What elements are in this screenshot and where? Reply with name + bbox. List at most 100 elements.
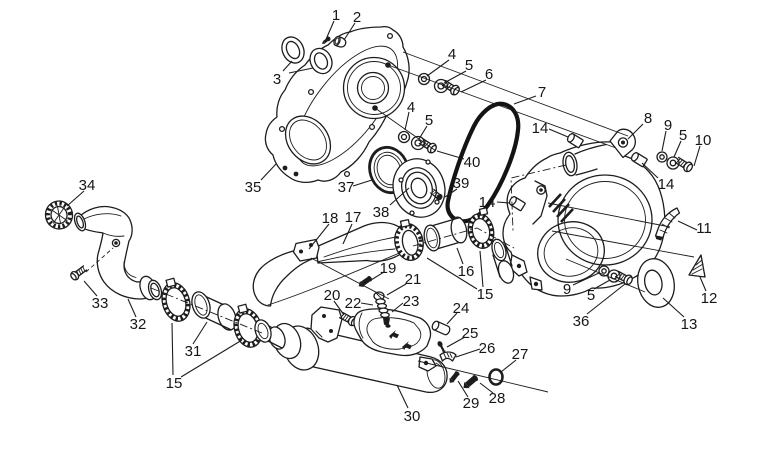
fastener-set-upper (417, 72, 460, 96)
callout-leader-15 (180, 339, 243, 378)
callout-leader-32 (127, 298, 137, 318)
clamp-right (467, 207, 495, 249)
part-clip-26 (439, 351, 457, 362)
callout-label-1: 1 (332, 7, 340, 24)
callout-label-20: 20 (324, 287, 341, 304)
callout-label-14: 14 (532, 120, 549, 137)
callout-label-10: 10 (695, 132, 712, 149)
cover-arm (609, 128, 636, 159)
part-inlet-stub (491, 238, 515, 284)
bolt-36 (614, 270, 633, 286)
fastener-set-cover-top (656, 151, 694, 173)
callout-leader-6 (460, 79, 487, 93)
callout-leader-5 (673, 140, 682, 158)
callout-label-24: 24 (453, 300, 470, 317)
callout-leader-4 (426, 59, 450, 77)
clamp-left-1 (161, 277, 191, 322)
part-outer-clutch-cover (502, 128, 666, 297)
part-muffler-bracket (310, 306, 343, 343)
part-heatshield-pipe (252, 218, 424, 307)
callout-leader-13 (662, 297, 685, 318)
callout-label-17: 17 (345, 209, 362, 226)
callout-label-2: 2 (353, 9, 361, 26)
callout-leader-35 (260, 163, 277, 181)
screw-19 (358, 275, 372, 287)
callout-leader-33 (83, 280, 98, 297)
callout-leader-19 (370, 271, 385, 281)
callout-leader-18 (308, 223, 330, 250)
callout-leader-12 (699, 276, 707, 292)
part-wedge-12 (688, 254, 706, 278)
part-plug (333, 35, 347, 48)
part-oring-27 (488, 368, 504, 386)
callout-label-37: 37 (338, 179, 355, 196)
callout-label-26: 26 (479, 340, 496, 357)
part-bearing-housing (392, 158, 446, 218)
part-front-pipe (73, 205, 163, 301)
callout-leader-16 (456, 247, 464, 265)
callout-label-18: 18 (322, 210, 339, 227)
callout-leader-14 (548, 128, 569, 138)
callout-leader-34 (66, 190, 85, 207)
callout-leader-37 (352, 179, 373, 187)
callout-leader-3 (282, 60, 293, 72)
callout-leader-11 (677, 220, 698, 231)
callout-leader-9 (661, 130, 667, 152)
part-muffler (254, 319, 448, 394)
callout-label-4: 4 (407, 99, 415, 116)
callout-leader-9 (572, 272, 600, 286)
part-spacers (508, 133, 648, 212)
screw-29 (449, 371, 460, 383)
construction-line (547, 202, 671, 228)
callout-label-39: 39 (453, 175, 470, 192)
callout-label-31: 31 (185, 343, 202, 360)
callout-label-3: 3 (273, 71, 281, 88)
callout-leader-27 (500, 359, 517, 373)
construction-line (310, 257, 390, 300)
callout-leader-38 (389, 187, 410, 206)
callout-label-25: 25 (462, 325, 479, 342)
part-connector-pipe-16 (423, 216, 468, 252)
construction-line (551, 230, 695, 258)
callout-label-15: 15 (166, 375, 183, 392)
callout-leader-30 (396, 384, 409, 409)
callout-label-5: 5 (425, 112, 433, 129)
callout-leader-26 (455, 348, 481, 358)
callout-label-35: 35 (245, 179, 262, 196)
callout-label-30: 30 (404, 408, 421, 425)
construction-line (565, 258, 646, 293)
callout-label-28: 28 (489, 390, 506, 407)
callout-label-9: 9 (563, 281, 571, 298)
callout-leader-22 (360, 302, 374, 306)
callout-label-22: 22 (345, 295, 362, 312)
callout-leader-39 (444, 188, 458, 198)
construction-line (402, 51, 629, 137)
callout-label-27: 27 (512, 346, 529, 363)
callout-leader-7 (513, 95, 537, 105)
callout-label-36: 36 (573, 313, 590, 330)
callout-label-16: 16 (458, 263, 475, 280)
part-spacer-24 (431, 320, 451, 336)
callout-leader-28 (479, 382, 494, 394)
callout-leader-29 (457, 380, 469, 398)
callout-label-38: 38 (373, 204, 390, 221)
bolt-10 (674, 156, 694, 173)
part-shield-plate (353, 308, 432, 357)
callout-label-14: 14 (479, 194, 496, 211)
callout-leader-5 (418, 125, 428, 140)
part-bracket-18 (292, 238, 320, 262)
callout-leader-10 (693, 145, 701, 167)
callout-leader-1 (326, 20, 335, 38)
callout-label-32: 32 (130, 316, 147, 333)
callout-label-5: 5 (587, 287, 595, 304)
part-pin (322, 36, 331, 44)
callout-label-7: 7 (538, 84, 546, 101)
part-bracket-11 (654, 207, 681, 241)
callout-label-11: 11 (696, 220, 712, 237)
callout-leader-17 (342, 223, 353, 245)
callout-leader-21 (386, 283, 407, 296)
fastener-set-lower (397, 130, 437, 154)
